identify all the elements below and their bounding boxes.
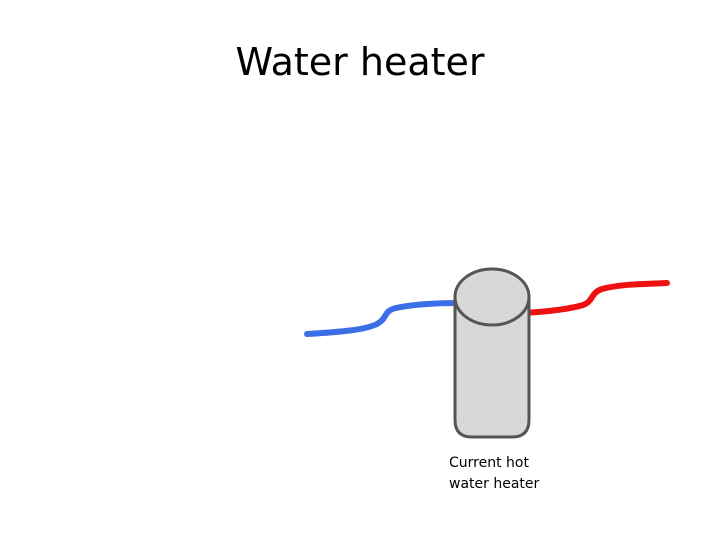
slide-title: Water heater [235,40,485,84]
heater-caption: Current hot water heater [449,453,589,495]
water-heater-tank [453,267,531,439]
tank-top [453,267,531,327]
heater-caption-line-1: Current hot [449,455,529,471]
tank-body [453,295,531,439]
heater-caption-line-2: water heater [449,476,540,492]
cold-water-pipe [304,300,461,337]
hot-water-pipe [519,280,670,316]
